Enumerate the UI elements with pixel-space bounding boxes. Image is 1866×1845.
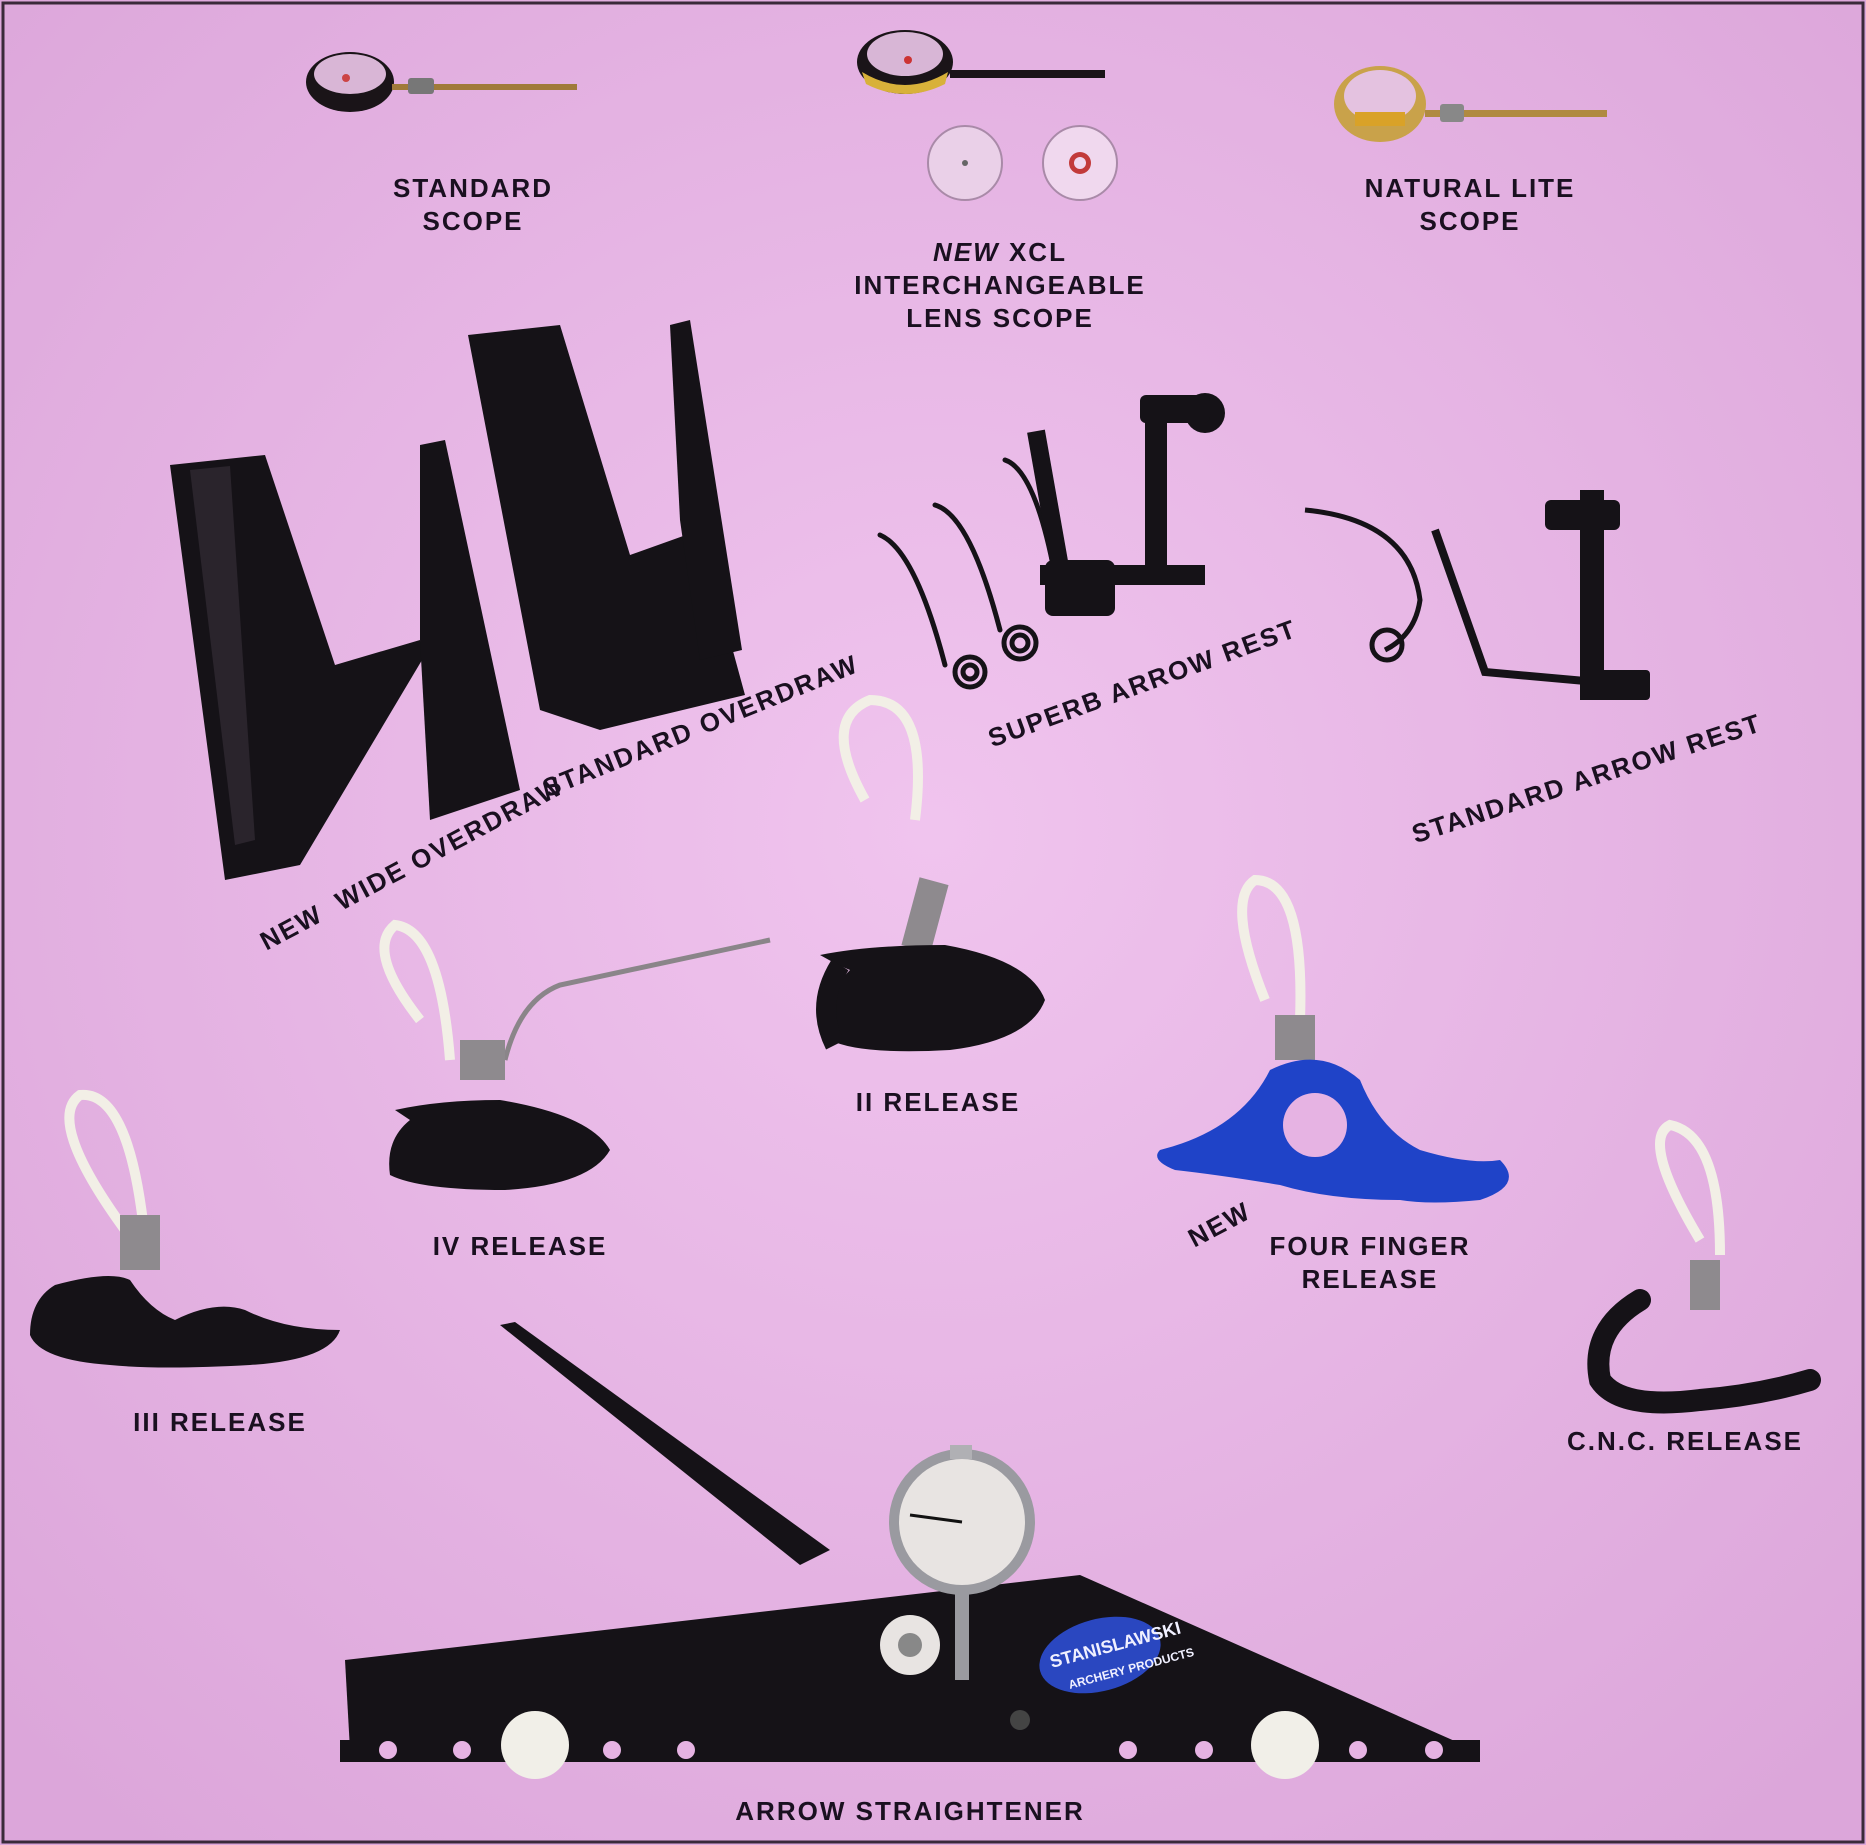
iii-release-label: III RELEASE [133,1407,307,1437]
standard-scope-label: STANDARD SCOPE [393,173,553,236]
iv-release-label: IV RELEASE [432,1231,608,1261]
arrow-straightener-image [340,1322,1480,1779]
four-finger-release-image [1157,874,1509,1203]
arrow-straightener-label: ARROW STRAIGHTENER [735,1796,1085,1826]
ii-release-label: II RELEASE [855,1087,1021,1117]
natural-lite-scope-image [1334,66,1607,142]
wide-overdraw-image [170,440,520,880]
xcl-scope-image [857,30,1118,201]
ii-release-image [816,694,1045,1052]
standard-overdraw-image [468,320,745,730]
new-badge: NEW [933,237,1000,267]
cnc-release-label: C.N.C. RELEASE [1566,1426,1804,1456]
standard-scope-image [306,52,577,112]
cnc-release-image [1587,1119,1821,1414]
superb-arrow-rest-bracket [1027,393,1225,616]
xcl-scope-label: NEW XCL INTERCHANGEABLE LENS SCOPE [854,237,1146,333]
natural-lite-scope-label: NATURAL LITE SCOPE [1364,173,1576,236]
iv-release-image [379,919,771,1190]
iii-release-image [30,1089,340,1368]
four-finger-release-label: FOUR FINGER RELEASE [1269,1231,1471,1294]
standard-arrow-rest-image [1304,490,1650,700]
